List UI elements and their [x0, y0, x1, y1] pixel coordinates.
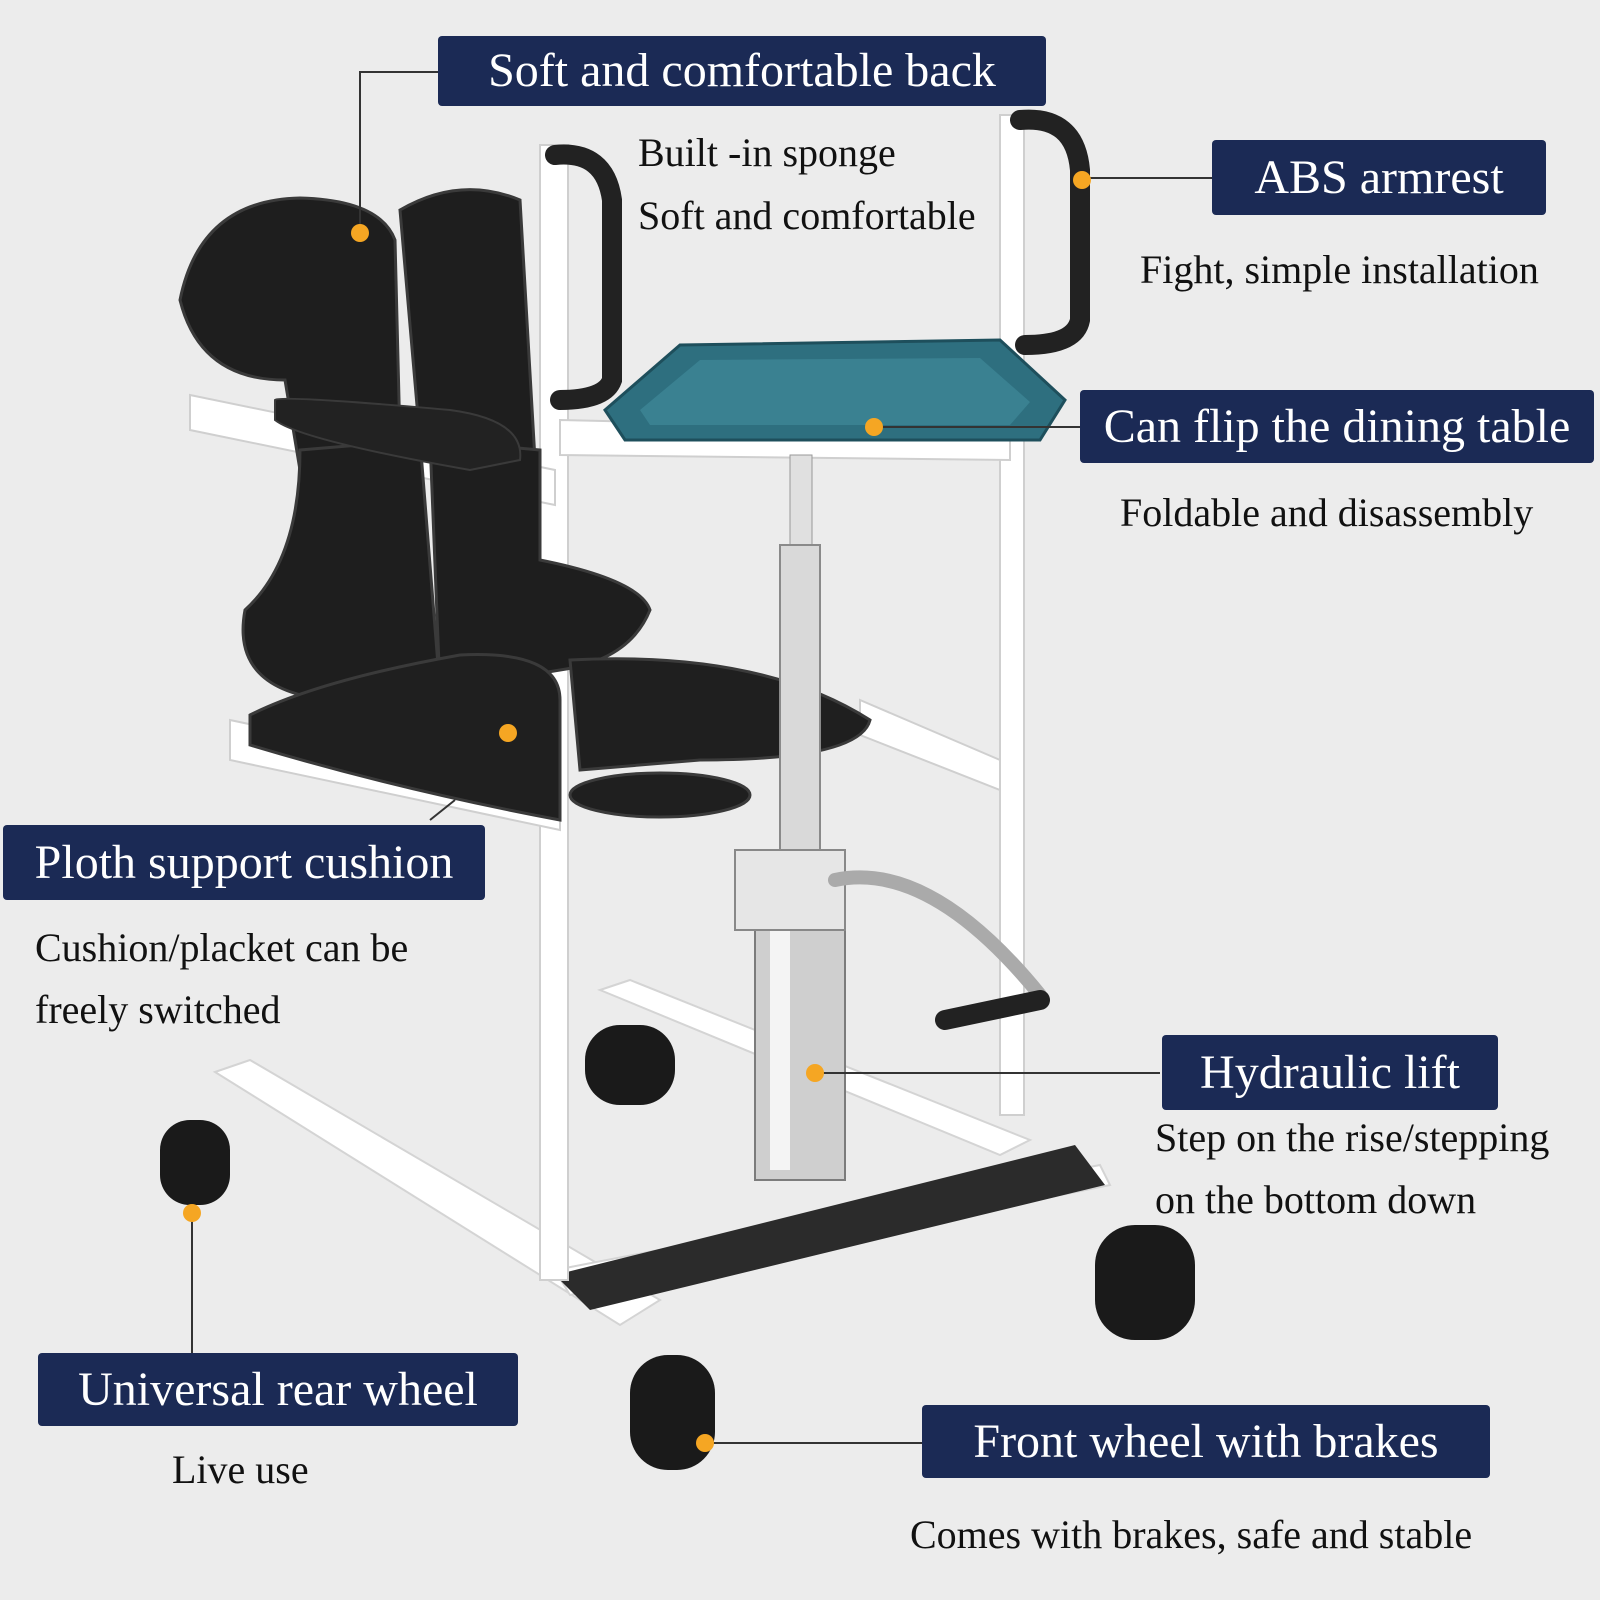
desc-abs-armrest: Fight, simple installation: [1140, 247, 1539, 292]
marker-table: [865, 418, 883, 436]
marker-front: [696, 1434, 714, 1452]
footplate: [555, 1145, 1105, 1310]
desc-front-wheel: Comes with brakes, safe and stable: [910, 1512, 1473, 1557]
leader-lines: [191, 71, 1212, 1444]
desc-rear-wheel: Live use: [172, 1447, 309, 1492]
wheel-rear-left: [160, 1120, 230, 1205]
wheel-front-left: [630, 1355, 715, 1470]
desc-soft-back-line2: Soft and comfortable: [638, 193, 976, 238]
marker-rear: [183, 1204, 201, 1222]
desc-hydraulic-lift-line2: on the bottom down: [1155, 1177, 1477, 1222]
abs-handles: [545, 109, 1090, 410]
hydraulic-column: [734, 454, 1050, 1181]
label-dining-table: Can flip the dining table: [1080, 390, 1594, 463]
desc-support-cushion-line2: freely switched: [35, 987, 281, 1032]
marker-cushion: [499, 724, 517, 742]
seat-back: [178, 188, 652, 705]
label-rear-wheel: Universal rear wheel: [38, 1353, 518, 1426]
wheels: [160, 1025, 1195, 1470]
marker-armrest: [1073, 171, 1091, 189]
side-pad: [274, 397, 522, 472]
feature-markers: [183, 171, 1091, 1452]
desc-support-cushion-line1: Cushion/placket can be: [35, 925, 409, 970]
label-abs-armrest: ABS armrest: [1212, 140, 1546, 215]
desc-hydraulic-lift-line1: Step on the rise/stepping: [1155, 1115, 1550, 1160]
label-front-wheel: Front wheel with brakes: [922, 1405, 1490, 1478]
label-soft-back: Soft and comfortable back: [438, 36, 1046, 106]
wheel-front-right: [1095, 1225, 1195, 1340]
desc-dining-table: Foldable and disassembly: [1120, 490, 1534, 535]
marker-back: [351, 224, 369, 242]
wheel-mid-rear: [585, 1025, 675, 1105]
label-support-cushion: Ploth support cushion: [3, 825, 485, 900]
marker-lift: [806, 1064, 824, 1082]
label-hydraulic-lift: Hydraulic lift: [1162, 1035, 1498, 1110]
desc-soft-back-line1: Built -in sponge: [638, 130, 896, 175]
